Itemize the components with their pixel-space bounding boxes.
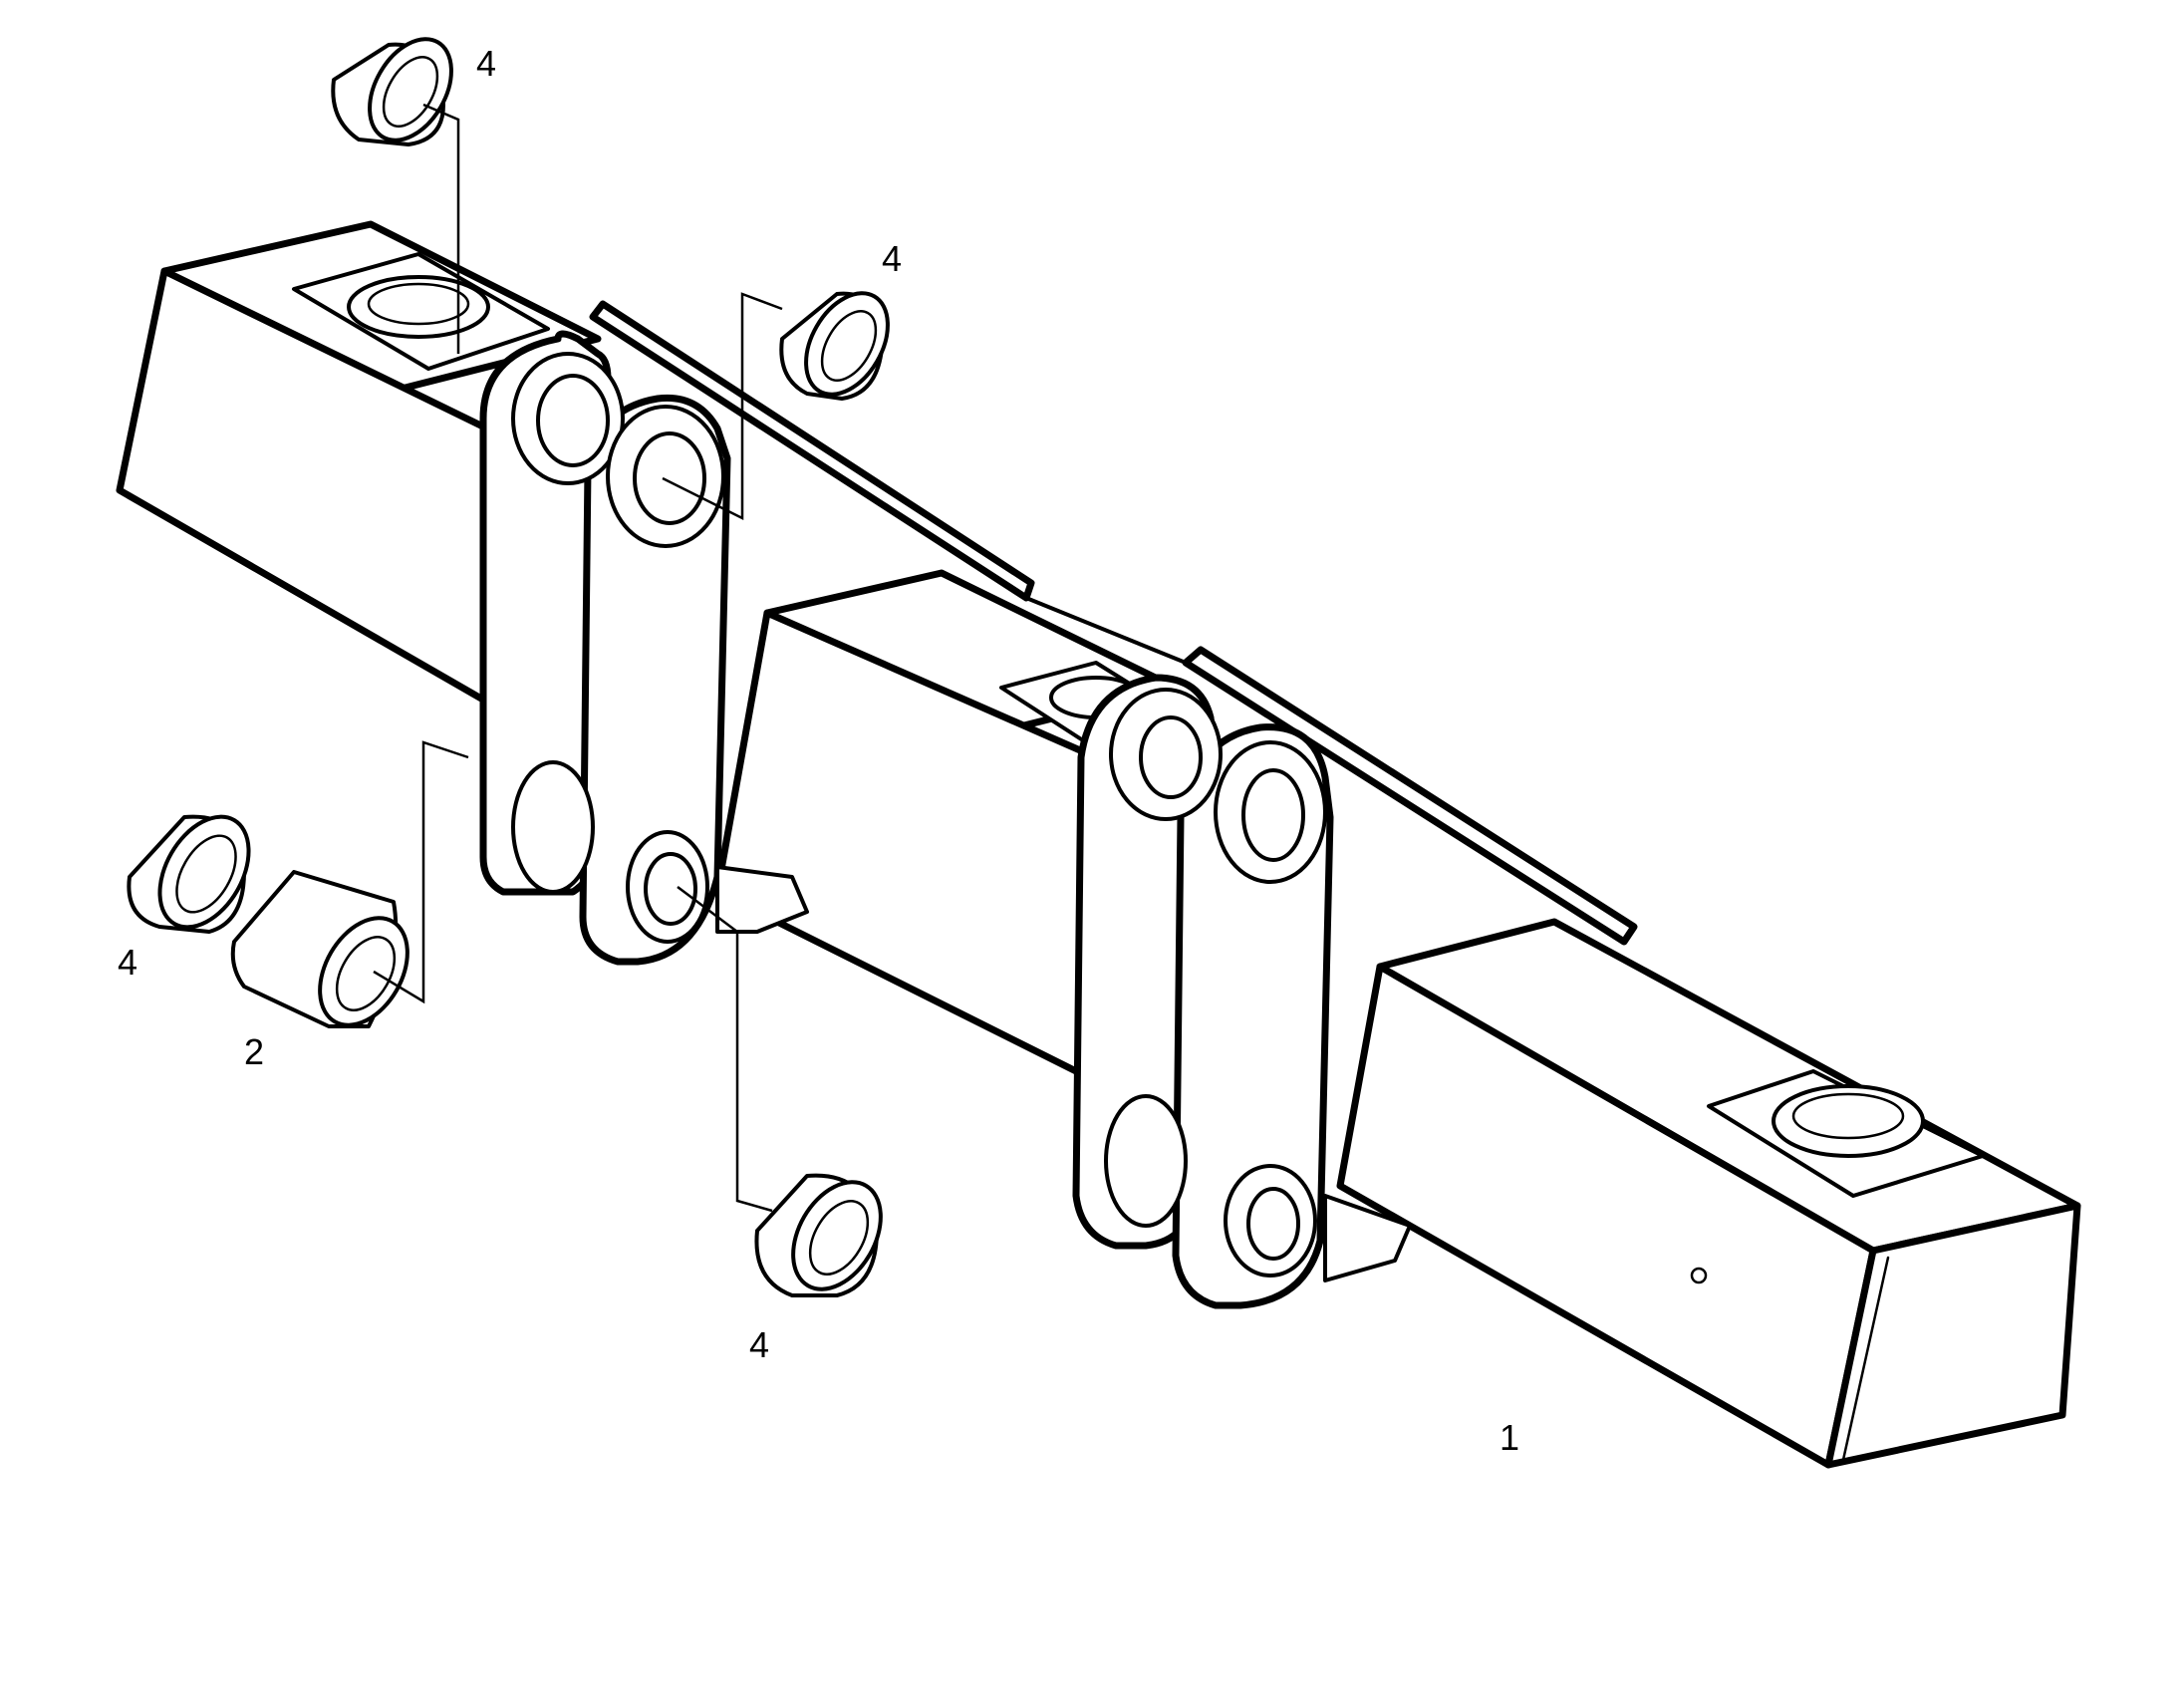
- callout-part-2: 2: [244, 1031, 264, 1072]
- bushing-left: [127, 814, 251, 934]
- callout-bushing-bottom: 4: [749, 1324, 769, 1365]
- top-rail-right: [1182, 646, 1638, 946]
- leader-lines: [373, 103, 783, 1213]
- plate-holes: [511, 352, 1327, 1278]
- callouts: 4 4 4 2 4 1: [118, 43, 1519, 1458]
- link-plates: [479, 330, 1412, 1309]
- top-rail-left: [589, 300, 1035, 602]
- mount-pads: [292, 252, 1985, 1198]
- top-rail: [589, 300, 1638, 946]
- pin-part-2: [230, 870, 410, 1028]
- bushing-bottom: [754, 1173, 883, 1297]
- bushing-top-left: [331, 37, 453, 146]
- bracket-left: [715, 865, 809, 934]
- beam-right-end: [1824, 1202, 2081, 1469]
- callout-bushing-top-left: 4: [476, 43, 496, 84]
- callout-part-1: 1: [1500, 1417, 1519, 1458]
- callout-bushing-left: 4: [118, 942, 137, 983]
- bracket-right: [1323, 1194, 1412, 1282]
- callout-bushing-top-mid: 4: [882, 238, 902, 279]
- bushing-top-mid: [779, 291, 890, 401]
